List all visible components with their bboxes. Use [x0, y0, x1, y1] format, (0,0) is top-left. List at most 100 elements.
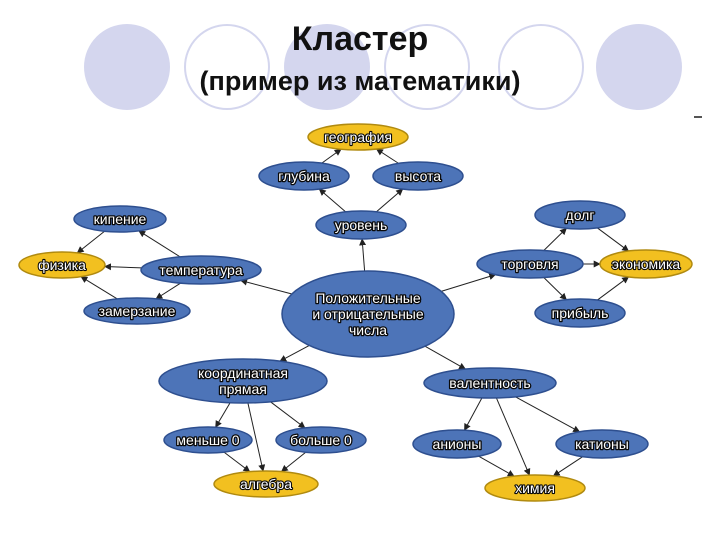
node-torgovlya: торговля: [476, 249, 584, 279]
decor-circle-1: [84, 24, 170, 110]
edge-valentnost-to-aniony: [464, 397, 483, 431]
node-glubina: глубина: [258, 161, 350, 191]
edge-glubina-to-geografiya: [321, 148, 342, 164]
edge-center-to-torgovlya: [441, 273, 497, 292]
node-khimiya-shape: [484, 474, 586, 502]
node-ekonomika-label-0: экономика: [612, 256, 681, 272]
edge-torgovlya-to-dolg: [543, 227, 567, 251]
node-ekonomika-shape: [599, 249, 693, 279]
node-dolg: долг: [534, 200, 626, 230]
node-uroven: уровень: [315, 210, 407, 240]
node-geografiya-label-0: география: [324, 129, 392, 145]
edge-uroven-to-vysota: [375, 188, 404, 213]
edge-center-to-temperatura: [240, 278, 293, 295]
edge-temperatura-to-kipenie: [138, 230, 181, 258]
node-dolg-label-0: долг: [566, 207, 595, 223]
node-vysota-label-0: высота: [395, 168, 441, 184]
edge-valentnost-to-khimiya: [495, 397, 531, 476]
node-koord-label-1: прямая: [219, 381, 267, 397]
node-algebra-shape: [213, 470, 319, 498]
edge-aniony-to-khimiya: [478, 455, 515, 477]
edge-center-to-valentnost: [424, 345, 467, 370]
node-valentnost-shape: [423, 367, 557, 399]
edge-dolg-to-ekonomika: [597, 227, 630, 252]
decor-circle-2: [184, 24, 270, 110]
node-uroven-shape: [315, 210, 407, 240]
decor-circle-3: [284, 24, 370, 110]
slide-title: Кластер: [291, 20, 429, 58]
decor-circle-6: [596, 24, 682, 110]
node-geografiya: география: [307, 123, 409, 151]
node-center-label-0: Положительные: [315, 290, 421, 306]
edge-temperatura-to-fizika: [103, 263, 142, 271]
edge-vysota-to-geografiya: [375, 148, 399, 164]
node-zamerzanie: замерзание: [83, 297, 191, 325]
node-algebra-label-0: алгебра: [240, 476, 292, 492]
node-geografiya-shape: [307, 123, 409, 151]
node-khimiya: химия: [484, 474, 586, 502]
node-temperatura-label-0: температура: [159, 262, 242, 278]
node-fizika-shape: [18, 251, 106, 279]
edge-zamerzanie-to-fizika: [80, 276, 118, 300]
node-torgovlya-label-0: торговля: [501, 256, 558, 272]
node-vysota-shape: [372, 161, 464, 191]
node-koord-label-0: координатная: [198, 365, 288, 381]
node-fizika: физика: [18, 251, 106, 279]
node-menshe-shape: [163, 426, 253, 454]
edge-koord-to-menshe: [215, 402, 231, 428]
node-vysota: высота: [372, 161, 464, 191]
node-aniony-shape: [412, 429, 502, 459]
node-ekonomika: экономика: [599, 249, 693, 279]
node-bolshe-label-0: больше 0: [290, 432, 352, 448]
node-valentnost-label-0: валентность: [449, 375, 530, 391]
node-khimiya-label-0: химия: [515, 480, 555, 496]
decor-circle-5: [498, 24, 584, 110]
node-kationy-label-0: катионы: [575, 436, 629, 452]
node-zamerzanie-label-0: замерзание: [99, 303, 176, 319]
node-algebra: алгебра: [213, 470, 319, 498]
node-torgovlya-shape: [476, 249, 584, 279]
node-aniony: анионы: [412, 429, 502, 459]
edge-valentnost-to-kationy: [515, 396, 581, 433]
node-bolshe: больше 0: [275, 426, 367, 454]
node-zamerzanie-shape: [83, 297, 191, 325]
node-center-label-1: и отрицательные: [312, 306, 424, 322]
node-temperatura: температура: [140, 255, 262, 285]
edge-bolshe-to-algebra: [280, 451, 307, 473]
edge-kipenie-to-fizika: [76, 230, 105, 254]
edge-uroven-to-glubina: [318, 188, 347, 213]
node-pribyl-shape: [534, 298, 626, 328]
corner-dash: [694, 116, 702, 118]
edge-layer: [76, 148, 630, 477]
node-menshe-label-0: меньше 0: [176, 432, 239, 448]
node-valentnost: валентность: [423, 367, 557, 399]
node-kationy: катионы: [555, 429, 649, 459]
node-center-label-2: числа: [349, 322, 387, 338]
decor-circle-4: [384, 24, 470, 110]
edge-center-to-uroven: [359, 238, 367, 272]
edge-menshe-to-algebra: [223, 451, 251, 473]
node-aniony-label-0: анионы: [433, 436, 482, 452]
edge-kationy-to-khimiya: [552, 456, 583, 477]
node-kipenie-shape: [73, 205, 167, 233]
node-menshe: меньше 0: [163, 426, 253, 454]
node-pribyl-label-0: прибыль: [552, 305, 609, 321]
slide-subtitle: (пример из математики): [199, 66, 521, 96]
edge-koord-to-bolshe: [270, 401, 306, 429]
node-pribyl: прибыль: [534, 298, 626, 328]
edge-pribyl-to-ekonomika: [597, 276, 630, 301]
edge-koord-to-algebra: [247, 402, 266, 472]
node-koord-shape: [158, 358, 328, 404]
edge-temperatura-to-zamerzanie: [155, 282, 181, 300]
node-kipenie: кипение: [73, 205, 167, 233]
node-glubina-shape: [258, 161, 350, 191]
node-kipenie-label-0: кипение: [94, 211, 147, 227]
node-fizika-label-0: физика: [38, 257, 86, 273]
node-bolshe-shape: [275, 426, 367, 454]
edge-torgovlya-to-pribyl: [543, 277, 567, 301]
edge-center-to-koord: [279, 345, 310, 362]
